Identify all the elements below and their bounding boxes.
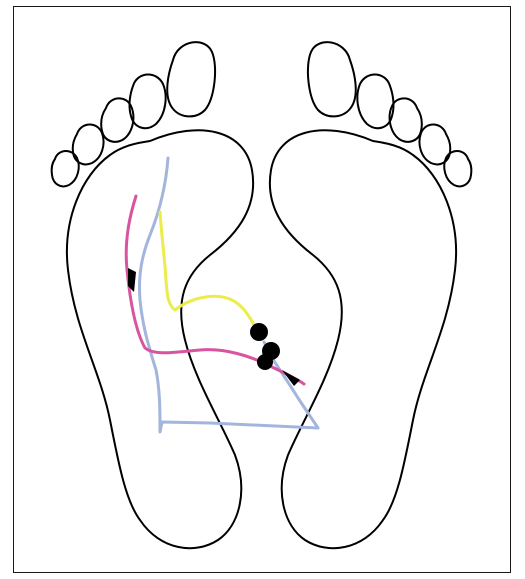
right-foot-sole-outline xyxy=(270,130,456,548)
right-big-toe xyxy=(308,42,356,116)
left-second-toe xyxy=(130,74,166,128)
left-foot-sole-outline xyxy=(67,130,253,548)
black-dot-marker-1 xyxy=(250,323,268,341)
black-dot-marker-3 xyxy=(257,354,273,370)
left-big-toe xyxy=(167,42,215,116)
right-second-toe xyxy=(357,74,393,128)
yellow-trace xyxy=(160,212,256,328)
